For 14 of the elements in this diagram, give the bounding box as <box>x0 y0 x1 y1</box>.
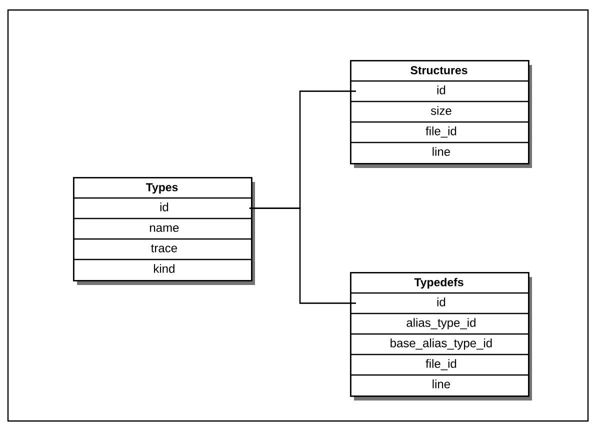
table-row: size <box>350 100 528 115</box>
table-row: id <box>350 80 528 94</box>
table-row: id <box>73 197 251 212</box>
table-row: line <box>350 374 528 388</box>
table-row: name <box>73 218 251 232</box>
table-row: kind <box>73 258 251 273</box>
table-row: file_id <box>350 354 528 370</box>
connector-line <box>249 208 356 304</box>
table-row: base_alias_type_id <box>350 333 528 350</box>
table-row: alias_type_id <box>350 312 528 330</box>
table-row: line <box>350 142 528 156</box>
table-row: trace <box>73 238 251 252</box>
table-row: file_id <box>350 121 528 138</box>
table-row: id <box>350 292 528 306</box>
